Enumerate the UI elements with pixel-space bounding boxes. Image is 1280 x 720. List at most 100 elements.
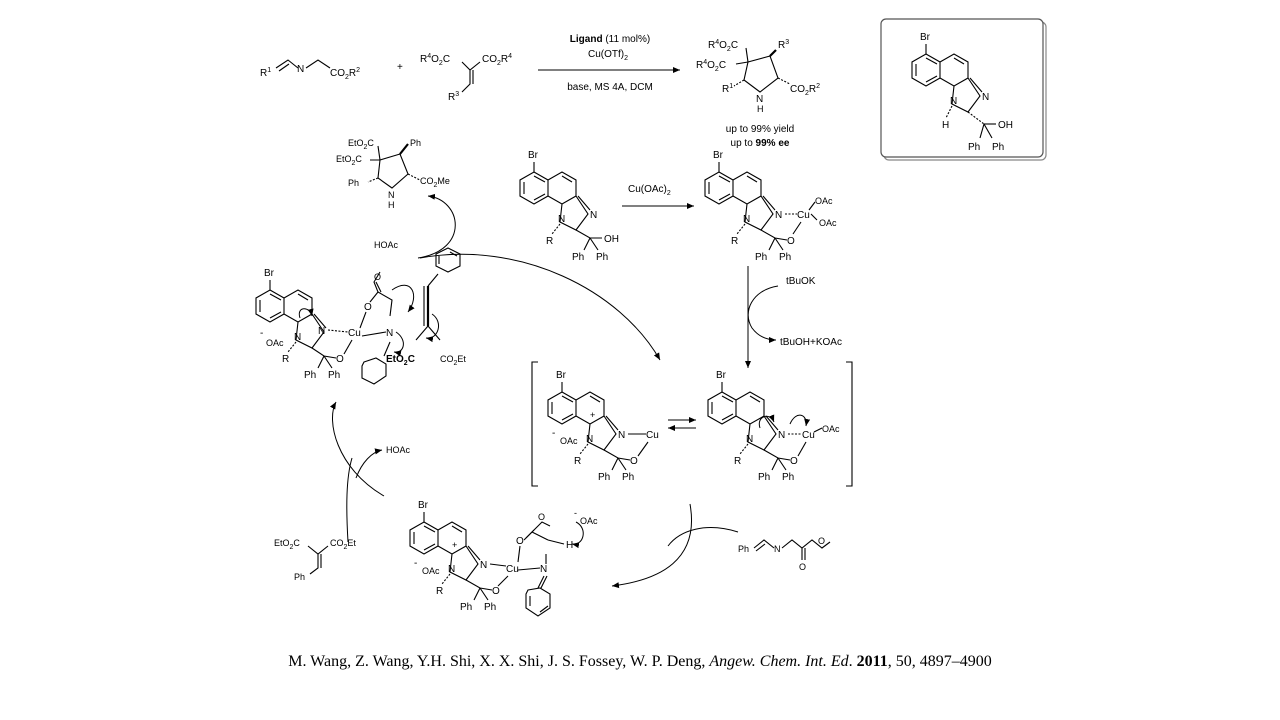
atom-label: OAc <box>822 424 840 434</box>
atom-label: H <box>566 540 573 551</box>
atom-label: EtO2C <box>348 138 374 151</box>
atom-label: Ph <box>755 252 767 263</box>
atom-label: Ph <box>410 138 421 148</box>
atom-label: Ph <box>622 472 634 483</box>
atom-label: N <box>746 434 753 445</box>
imine-reactant: R1 N CO2R2 <box>260 59 360 81</box>
atom-label: N <box>774 544 781 554</box>
atom-label: O <box>364 302 372 313</box>
atom-label: CO2Me <box>420 176 450 189</box>
atom-label: O <box>790 456 798 467</box>
atom-label: O <box>538 512 545 522</box>
atom-label: EtO2C <box>274 538 300 551</box>
atom-label: O <box>336 354 344 365</box>
alkene-reagent: EtO2C CO2Et Ph <box>274 538 356 582</box>
atom-label: N <box>756 94 763 105</box>
atom-label: N <box>982 92 989 103</box>
tbuok-label: tBuOK <box>786 276 816 287</box>
atom-label: OH <box>604 234 619 245</box>
arrow-hoac-out-left <box>355 448 383 479</box>
atom-label: N <box>297 64 304 75</box>
atom-label: R1 <box>260 67 271 79</box>
atom-label: Ph <box>294 572 305 582</box>
citation-journal: Angew. Chem. Int. Ed <box>709 653 849 670</box>
arrow-cycloaddition <box>329 401 385 497</box>
atom-label: R <box>436 586 443 597</box>
charge-minus: - <box>414 558 417 569</box>
atom-label: Ph <box>572 252 584 263</box>
cu-oac2-complex: Br N N Cu OAc OAc R O Ph Ph <box>704 150 837 263</box>
bromo-label: Br <box>528 150 539 161</box>
imine-reagent: Ph N O O <box>738 536 831 572</box>
atom-label: CO2Et <box>330 538 356 551</box>
conditions-line1: Ligand (11 mol%) <box>570 34 650 45</box>
citation: M. Wang, Z. Wang, Y.H. Shi, X. X. Shi, J… <box>0 653 1280 671</box>
tbuoh-koac-label: tBuOH+KOAc <box>780 337 842 348</box>
acetate-label: OAc <box>422 566 440 576</box>
bromo-label: Br <box>418 500 429 511</box>
atom-label: N <box>480 560 487 571</box>
atom-label: H <box>942 120 949 131</box>
ligand-box: Br N N H OH Ph Ph <box>880 18 1047 161</box>
atom-label: Cu <box>506 564 519 575</box>
atom-label: N <box>775 210 782 221</box>
bromo-label: Br <box>716 370 727 381</box>
atom-label: Ph <box>738 544 749 554</box>
arrow-imine-addition <box>611 503 692 589</box>
resonance-form-right: Br N N Cu OAc R O Ph Ph <box>707 370 840 483</box>
atom-label: N <box>778 430 785 441</box>
atom-label: H <box>388 200 395 210</box>
atom-label: O <box>492 586 500 597</box>
atom-label: N <box>540 564 547 575</box>
resonance-brackets <box>531 361 853 487</box>
atom-label: Cu <box>802 430 815 441</box>
atom-label: N <box>586 434 593 445</box>
atom-label: R4O2C <box>696 59 726 73</box>
bromo-label: Br <box>713 150 724 161</box>
atom-label: R <box>546 236 553 247</box>
atom-label: O <box>818 536 825 546</box>
atom-label: Ph <box>460 602 472 613</box>
atom-label: N <box>386 328 393 339</box>
hoac-left-label: HOAc <box>386 445 411 455</box>
atom-label: R <box>731 236 738 247</box>
atom-label: N <box>294 332 301 343</box>
atom-label: O <box>374 272 381 282</box>
charge-minus: - <box>574 508 577 518</box>
atom-label: OAc <box>819 218 837 228</box>
atom-label: N <box>590 210 597 221</box>
atom-label: CO2R2 <box>790 83 820 97</box>
atom-label: O <box>516 536 524 547</box>
yield-line: up to 99% yield <box>726 124 794 135</box>
atom-label: R3 <box>448 91 459 103</box>
citation-year: 2011 <box>856 653 888 670</box>
top-reaction: R1 N CO2R2 + R4O2C CO2R4 R3 Ligand (11 m… <box>260 34 820 149</box>
pyrrolidine-product: R4O2C R4O2C R3 R1 N H CO2R2 <box>696 39 820 114</box>
atom-label: Ph <box>758 472 770 483</box>
atom-label: CO2Et <box>440 354 466 367</box>
atom-label: N <box>448 564 455 575</box>
atom-label: Ph <box>779 252 791 263</box>
atom-label: N <box>950 96 957 107</box>
atom-label: N <box>318 326 325 337</box>
atom-label: Ph <box>596 252 608 263</box>
atom-label: N <box>388 190 395 200</box>
acetate-label: OAc <box>580 516 598 526</box>
charge-plus: + <box>590 410 595 420</box>
atom-label: O <box>630 456 638 467</box>
arrow-imine-in <box>667 527 739 547</box>
atom-label: R3 <box>778 39 789 51</box>
atom-label: H <box>757 104 764 114</box>
atom-label: Ph <box>782 472 794 483</box>
atom-label: Cu <box>646 430 659 441</box>
atom-label: Ph <box>348 178 359 188</box>
atom-label: OAc <box>815 196 833 206</box>
atom-label: R4O2C <box>708 39 738 53</box>
atom-label: O <box>787 236 795 247</box>
charge-plus: + <box>452 540 457 550</box>
atom-label: Ph <box>992 142 1004 153</box>
citation-volume-pages: , 50, 4897–4900 <box>887 653 992 670</box>
hoac-top-label: HOAc <box>374 240 399 250</box>
atom-label: CO2R4 <box>482 53 512 67</box>
